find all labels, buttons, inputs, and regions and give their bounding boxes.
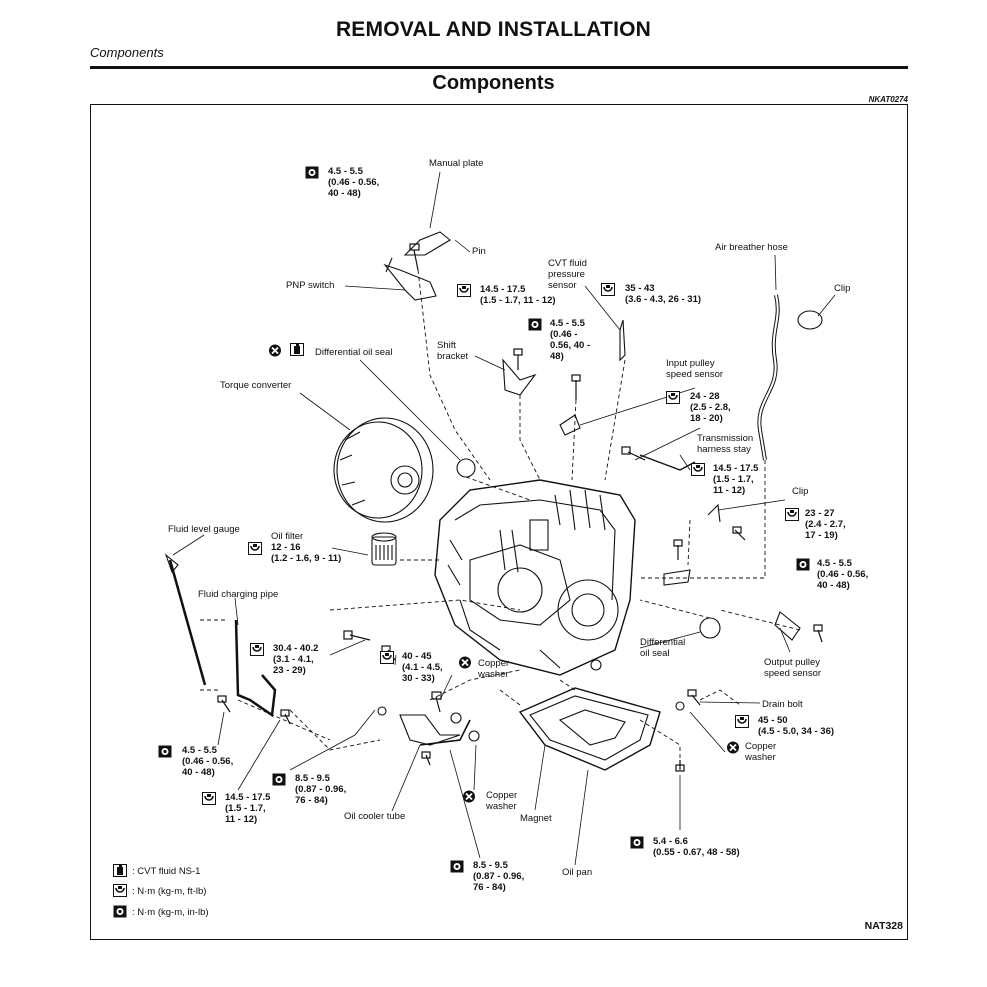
label-fluid-charging-pipe: Fluid charging pipe: [198, 589, 279, 600]
label-pnp-switch: PNP switch: [286, 280, 335, 291]
torque-ftlb-icon: [691, 463, 705, 476]
label-pin: Pin: [472, 246, 486, 257]
oil-pan: [518, 659, 661, 771]
torque-spec: 4.5 - 5.5 (0.46 - 0.56, 40 - 48): [817, 558, 869, 591]
torque-ftlb-icon: [457, 284, 471, 297]
torque-spec: 40 - 45 (4.1 - 4.5, 30 - 33): [402, 651, 443, 684]
torque-inlb-icon: [272, 773, 286, 786]
label-copper-washer: Copper washer: [745, 741, 777, 763]
label-differential-oil-seal-right: Differential oil seal: [640, 637, 686, 659]
do-not-reuse-icon: [463, 790, 475, 803]
torque-spec: 14.5 - 17.5 (1.5 - 1.7, 11 - 12): [480, 284, 556, 306]
pnp-switch: [383, 263, 437, 301]
torque-spec: 8.5 - 9.5 (0.87 - 0.96, 76 - 84): [295, 773, 347, 806]
fluid-level-gauge: [168, 559, 207, 686]
torque-spec: 14.5 - 17.5 (1.5 - 1.7, 11 - 12): [225, 792, 271, 825]
torque-spec: 23 - 27 (2.4 - 2.7, 17 - 19): [805, 508, 846, 541]
torque-ftlb-icon: [735, 715, 749, 728]
differential-oil-seal-right: [699, 617, 721, 639]
label-torque-converter: Torque converter: [220, 380, 292, 391]
torque-ftlb-icon: [785, 508, 799, 521]
cvt-fluid-pressure-sensor: [619, 319, 626, 362]
label-differential-oil-seal-top: Differential oil seal: [315, 347, 393, 358]
torque-inlb-icon: [528, 318, 542, 331]
shift-bracket: [502, 358, 537, 396]
torque-spec: 30.4 - 40.2 (3.1 - 4.1, 23 - 29): [273, 643, 319, 676]
label-input-pulley-speed-sensor: Input pulley speed sensor: [666, 358, 724, 380]
torque-ftlb-icon: [601, 283, 615, 296]
label-clip-top: Clip: [834, 283, 851, 294]
label-copper-washer: Copper washer: [486, 790, 518, 812]
harness-stay: [639, 454, 696, 471]
diagram-title: Components: [432, 72, 555, 94]
oil-cooler-tube-bracket: [399, 714, 461, 746]
torque-spec: 8.5 - 9.5 (0.87 - 0.96, 76 - 84): [473, 860, 525, 893]
torque-inlb-icon: [630, 836, 644, 849]
label-clip-mid: Clip: [792, 486, 809, 497]
do-not-reuse-icon: [459, 656, 471, 669]
label-air-breather-hose: Air breather hose: [715, 242, 788, 253]
torque-spec: 4.5 - 5.5 (0.46 - 0.56, 40 - 48): [550, 318, 591, 362]
fluid-charging-pipe: [234, 619, 277, 718]
do-not-reuse-icon: [269, 344, 281, 357]
torque-spec: 4.5 - 5.5 (0.46 - 0.56, 40 - 48): [182, 745, 234, 778]
clip-top: [797, 310, 823, 330]
page-title: REMOVAL AND INSTALLATION: [335, 18, 652, 41]
torque-ftlb-icon: [113, 884, 127, 897]
output-pulley-speed-sensor: [774, 611, 801, 641]
torque-spec: 45 - 50 (4.5 - 5.0, 34 - 36): [758, 715, 835, 737]
torque-spec: 14.5 - 17.5 (1.5 - 1.7, 11 - 12): [713, 463, 759, 496]
label-copper-washer: Copper washer: [478, 658, 510, 680]
torque-spec: 24 - 28 (2.5 - 2.8, 18 - 20): [690, 391, 731, 424]
torque-spec: 5.4 - 6.6 (0.55 - 0.67, 48 - 58): [653, 836, 740, 858]
torque-inlb-icon: [796, 558, 810, 571]
torque-inlb-icon: [305, 166, 319, 179]
torque-inlb-icon: [158, 745, 172, 758]
label-oil-cooler-tube: Oil cooler tube: [344, 811, 406, 822]
label-oil-filter: Oil filter: [271, 531, 304, 542]
cvt-fluid-icon: [290, 343, 304, 356]
transmission-case: [434, 479, 636, 676]
oil-filter: [371, 532, 397, 566]
diagram-frame: [90, 104, 908, 940]
label-fluid-level-gauge: Fluid level gauge: [168, 524, 240, 535]
manual-plate: [403, 231, 451, 256]
torque-spec: 12 - 16 (1.2 - 1.6, 9 - 11): [271, 542, 342, 564]
label-magnet: Magnet: [520, 813, 552, 824]
header-rule: [90, 66, 908, 69]
figure-code: NKAT0274: [868, 95, 908, 104]
legend-cvt-fluid: : CVT fluid NS-1: [132, 866, 201, 877]
torque-ftlb-icon: [248, 542, 262, 555]
label-cvt-fluid-pressure-sensor: CVT fluid pressure sensor: [548, 258, 587, 291]
label-shift-bracket: Shift bracket: [437, 340, 469, 362]
torque-spec: 35 - 43 (3.6 - 4.3, 26 - 31): [625, 283, 702, 305]
label-output-pulley-speed-sensor: Output pulley speed sensor: [764, 657, 822, 679]
do-not-reuse-icon: [727, 741, 739, 754]
legend-nm-inlb: : N·m (kg-m, in-lb): [132, 907, 209, 918]
torque-converter: [333, 417, 434, 523]
label-transmission-harness-stay: Transmission harness stay: [697, 433, 754, 455]
torque-ftlb-icon: [380, 651, 394, 664]
label-oil-pan: Oil pan: [562, 867, 593, 878]
torque-ftlb-icon: [250, 643, 264, 656]
torque-inlb-icon: [450, 860, 464, 873]
legend-nm-ftlb: : N·m (kg-m, ft-lb): [132, 886, 207, 897]
label-drain-bolt: Drain bolt: [762, 699, 803, 710]
figure-id: NAT328: [864, 920, 903, 932]
torque-spec: 4.5 - 5.5 (0.46 - 0.56, 40 - 48): [328, 166, 380, 199]
torque-ftlb-icon: [202, 792, 216, 805]
section-label: Components: [90, 45, 164, 60]
torque-ftlb-icon: [666, 391, 680, 404]
input-pulley-speed-sensor: [559, 414, 581, 436]
differential-oil-seal-top: [456, 458, 476, 478]
torque-inlb-icon: [113, 905, 127, 918]
cvt-fluid-icon: [113, 864, 127, 877]
label-manual-plate: Manual plate: [429, 158, 484, 169]
